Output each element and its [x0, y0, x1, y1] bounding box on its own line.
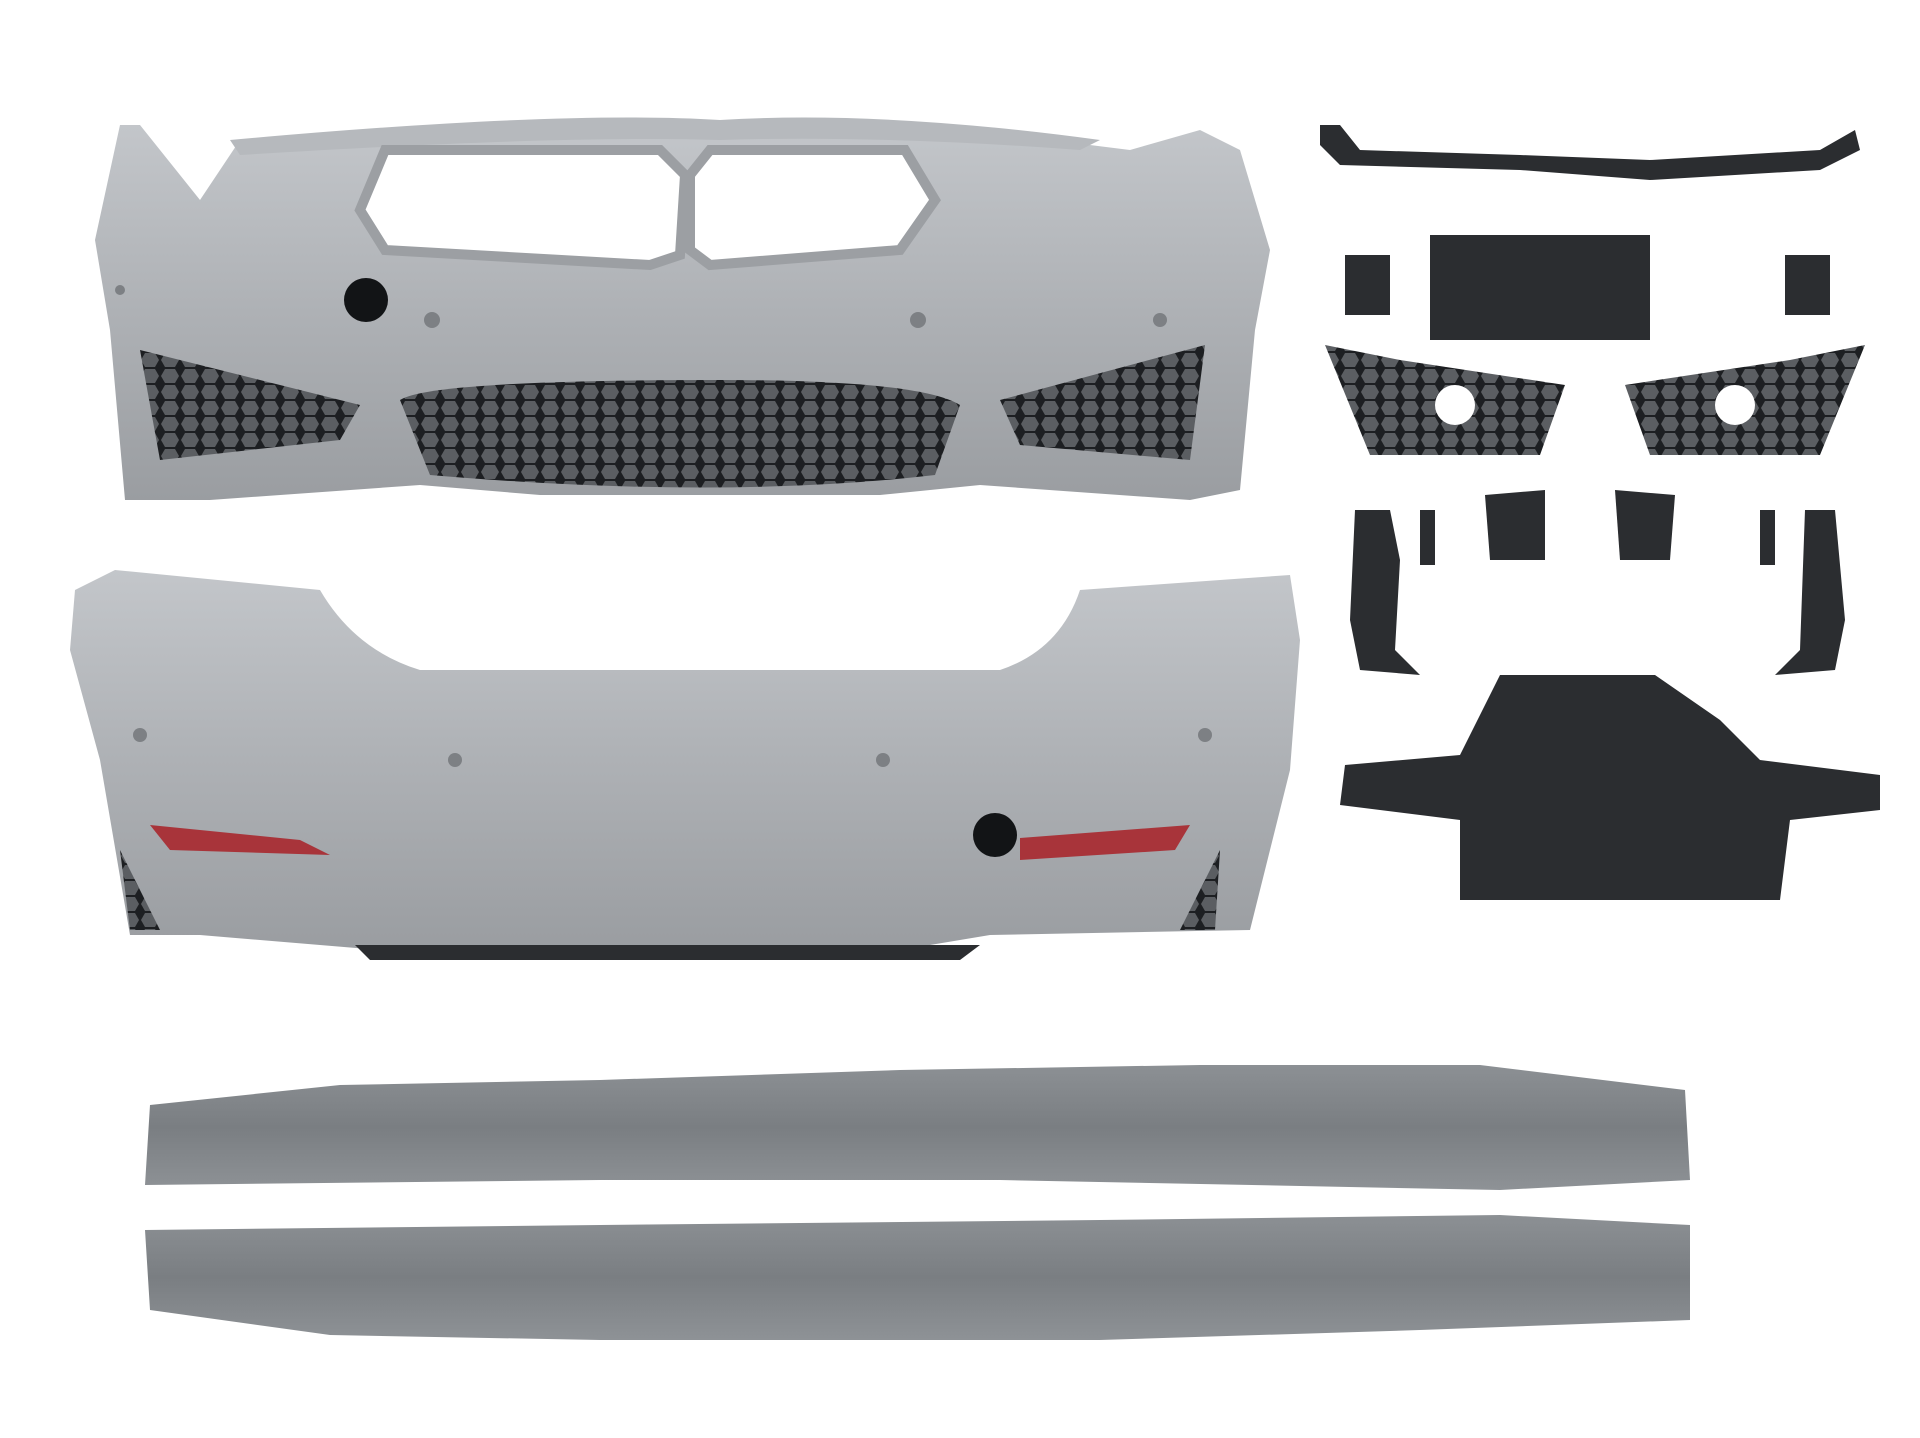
- license-plate-holder: [1345, 235, 1830, 340]
- park-sensor: [448, 753, 462, 767]
- front-honeycomb-mesh-right: [1000, 345, 1205, 460]
- tow-hook-cover: [344, 278, 388, 322]
- front-bumper: [95, 117, 1270, 500]
- front-honeycomb-mesh-center: [400, 380, 960, 488]
- rear-diffuser: [355, 945, 980, 960]
- rear-reflector-left: [150, 825, 330, 855]
- rear-reflector-right: [1020, 825, 1190, 860]
- bracket: [1350, 490, 1845, 675]
- bumper-reinforcement: [1340, 675, 1880, 900]
- park-sensor: [1153, 313, 1167, 327]
- park-sensor: [133, 728, 147, 742]
- front-kidney-grille-right: [685, 145, 941, 271]
- upper-mounting-bar: [1320, 125, 1860, 180]
- fog-light-grille: [1325, 345, 1865, 455]
- park-sensor: [1198, 728, 1212, 742]
- park-sensor: [115, 285, 125, 295]
- park-sensor: [910, 312, 926, 328]
- front-kidney-grille-left: [354, 145, 691, 271]
- park-sensor: [876, 753, 890, 767]
- front-honeycomb-mesh-left: [140, 350, 360, 460]
- tow-hook-cover: [973, 813, 1017, 857]
- park-sensor: [424, 312, 440, 328]
- side-skirt: [145, 1065, 1690, 1340]
- rear-bumper: [70, 570, 1300, 960]
